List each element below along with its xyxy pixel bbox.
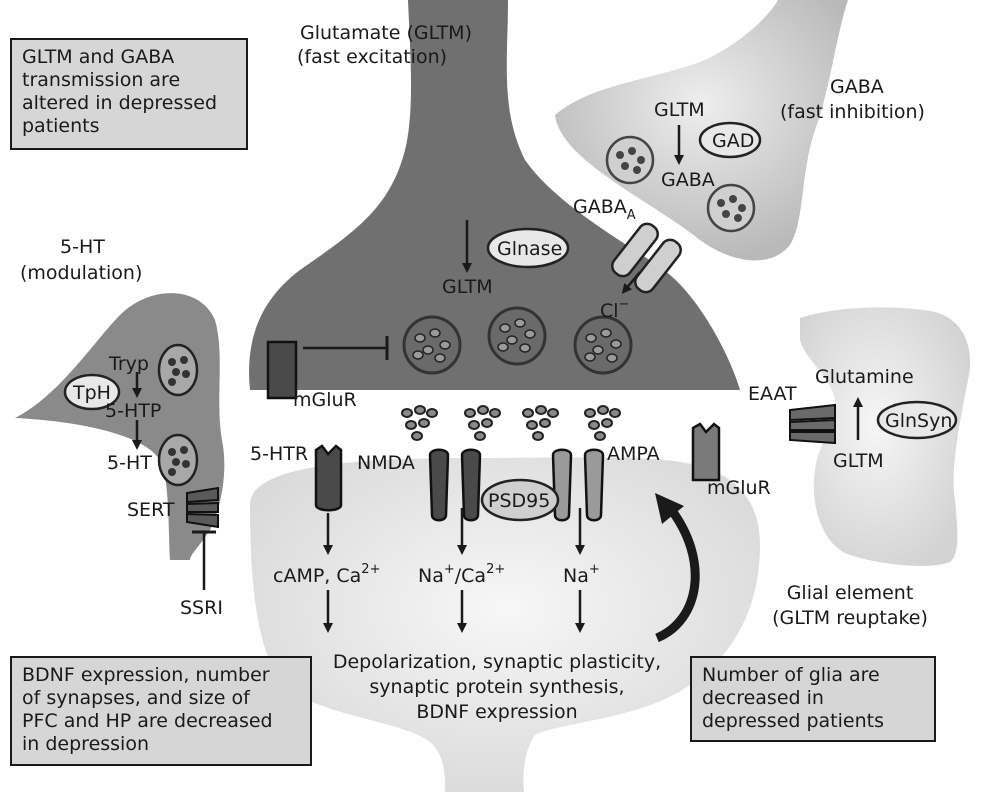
presynaptic-glutamate-neuron	[249, 0, 741, 390]
gad-label: GAD	[712, 130, 754, 152]
psd95-label: PSD95	[488, 490, 550, 512]
outcome-line-1: Depolarization, synaptic plasticity,	[333, 651, 661, 673]
serotonin-vesicle-1	[157, 343, 199, 397]
nmda-receptor	[428, 448, 482, 522]
feedback-curved-arrow	[655, 505, 700, 643]
glutamate-title: Glutamate (GLTM)	[300, 22, 472, 44]
serotonin-title: 5-HT	[60, 236, 105, 258]
gaba-subtitle: (fast inhibition)	[780, 101, 925, 123]
psd95-protein	[480, 478, 560, 522]
glutamate-subtitle: (fast excitation)	[297, 46, 447, 68]
serotonin-subtitle: (modulation)	[20, 262, 142, 284]
feedback-arrowhead	[655, 493, 684, 524]
mglur-postsynaptic-label: mGluR	[707, 477, 771, 499]
mglur-presynaptic-label: mGluR	[293, 389, 357, 411]
gaba-neuron-gltm-label: GLTM	[654, 99, 705, 121]
glia-gltm-label: GLTM	[833, 450, 884, 472]
serotonin-inside-label: 5-HT	[107, 452, 152, 474]
glial-element-label: Glial element	[787, 582, 914, 604]
glial-element-sublabel: (GLTM reuptake)	[772, 607, 928, 629]
nmda-label: NMDA	[357, 452, 415, 474]
na-ca-label: Na+/Ca2+	[418, 562, 505, 587]
gaba-vesicle-1	[605, 135, 655, 185]
presynaptic-gltm-label: GLTM	[442, 276, 493, 298]
vesicle-3	[573, 315, 633, 375]
note-bdnf-decreased: BDNF expression, number of synapses, and…	[10, 656, 312, 766]
gad-enzyme	[698, 121, 762, 159]
gaba-a-label: GABAA	[573, 196, 636, 223]
note-glia-decreased: Number of glia are decreased in depresse…	[690, 656, 936, 742]
glnase-label: Glnase	[497, 238, 562, 260]
cleft-glutamate-4	[584, 405, 621, 441]
postsynaptic-neuron	[250, 457, 760, 792]
gaba-neuron	[555, 0, 848, 261]
glnsyn-label: GlnSyn	[885, 410, 952, 432]
cleft-glutamate-1	[401, 405, 438, 441]
cleft-glutamate-2	[464, 405, 501, 441]
sert-transporter	[186, 486, 219, 529]
outcome-line-2: synaptic protein synthesis,	[369, 676, 624, 698]
tph-label: TpH	[72, 382, 111, 404]
eaat-transporter	[789, 403, 836, 445]
gaba-neuron-gaba-label: GABA	[661, 169, 715, 191]
na-label: Na+	[563, 562, 600, 587]
vesicle-2	[487, 306, 547, 366]
tryp-label: Tryp	[108, 353, 149, 375]
ssri-label: SSRI	[180, 597, 223, 619]
chloride-arrow	[621, 271, 641, 294]
ht-receptor	[314, 444, 343, 512]
glnase-enzyme	[486, 227, 570, 269]
cleft-glutamate-3	[522, 405, 559, 441]
gaba-vesicle-2	[706, 183, 756, 233]
outcome-line-3: BDNF expression	[416, 701, 577, 723]
glnsyn-enzyme	[876, 400, 958, 440]
eaat-label: EAAT	[748, 383, 797, 405]
ht-receptor-label: 5-HTR	[250, 443, 308, 465]
camp-label: cAMP, Ca2+	[273, 562, 380, 587]
htp-label: 5-HTP	[105, 400, 161, 422]
glial-element	[800, 307, 971, 566]
gaba-a-receptor	[611, 222, 682, 294]
mglur-postsynaptic-receptor	[691, 422, 721, 482]
mglur-presynaptic-receptor	[266, 340, 298, 400]
chloride-label: Cl−	[600, 297, 629, 322]
ampa-label: AMPA	[607, 443, 660, 465]
sert-label: SERT	[127, 499, 175, 521]
note-gltm-gaba-altered: GLTM and GABA transmission are altered i…	[10, 38, 248, 150]
glutamine-label: Glutamine	[815, 366, 914, 388]
gaba-title: GABA	[830, 76, 884, 98]
tph-enzyme	[63, 373, 121, 411]
vesicle-1	[402, 315, 462, 375]
serotonin-vesicle-2	[157, 433, 199, 487]
